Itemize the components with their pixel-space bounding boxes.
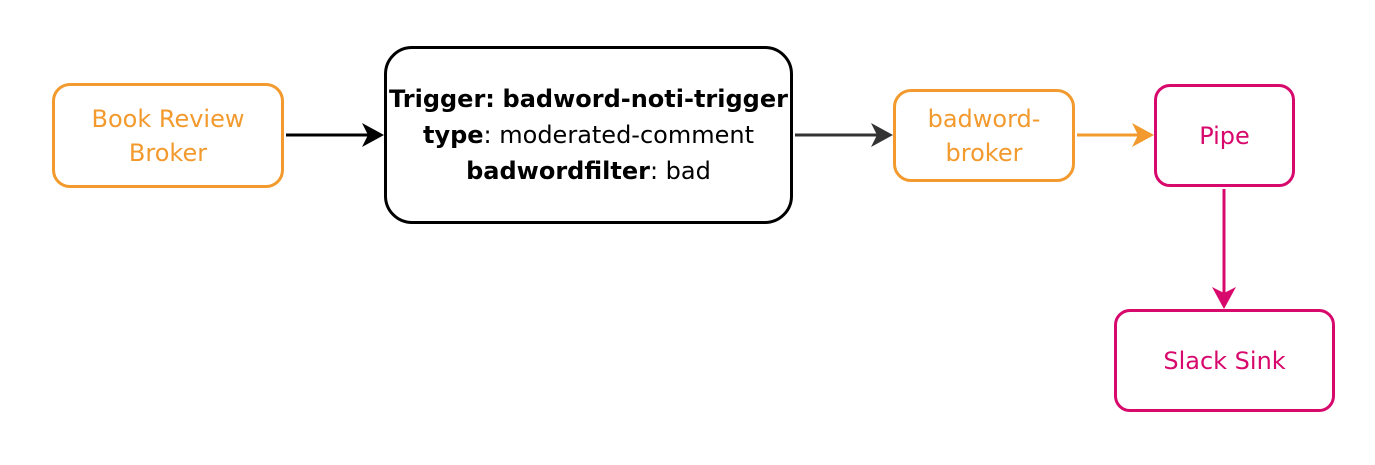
trigger-type-line: type: moderated-comment — [389, 117, 788, 153]
book-review-broker-node[interactable]: Book Review Broker — [52, 83, 284, 188]
trigger-type-key: type — [422, 121, 484, 149]
pipe-label: Pipe — [1199, 121, 1250, 150]
book-review-broker-label-line2: Broker — [128, 138, 208, 167]
arrow-badword-broker-to-pipe — [1077, 123, 1154, 147]
arrow-book-to-trigger — [286, 123, 384, 147]
badword-broker-node[interactable]: badword- broker — [893, 89, 1075, 182]
trigger-filter-key: badwordfilter — [466, 157, 650, 185]
pipe-node[interactable]: Pipe — [1154, 84, 1295, 187]
arrow-trigger-to-badword-broker — [795, 123, 893, 147]
trigger-filter-line: badwordfilter: bad — [389, 153, 788, 189]
trigger-title-line: Trigger: badword-noti-trigger — [389, 81, 788, 117]
trigger-filter-value: : bad — [649, 157, 711, 185]
trigger-title-value: badword-noti-trigger — [502, 85, 788, 113]
slack-sink-node[interactable]: Slack Sink — [1114, 309, 1335, 412]
badword-broker-label-line2: broker — [945, 138, 1023, 167]
trigger-title-key: Trigger: — [389, 85, 495, 113]
badword-broker-label-line1: badword- — [927, 104, 1041, 133]
trigger-type-value: : moderated-comment — [483, 121, 754, 149]
trigger-node[interactable]: Trigger: badword-noti-trigger type: mode… — [384, 46, 793, 224]
book-review-broker-label-line1: Book Review — [91, 104, 245, 133]
arrow-pipe-to-slack-sink — [1212, 189, 1236, 309]
slack-sink-label: Slack Sink — [1163, 346, 1286, 375]
